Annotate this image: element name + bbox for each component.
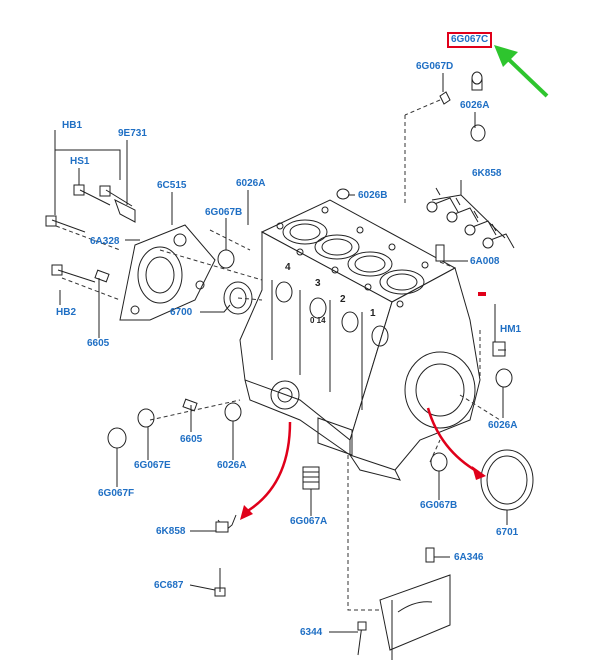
label-HB2: HB2 <box>56 307 77 318</box>
cylinder-number-3: 3 <box>315 278 321 289</box>
plug-6026B <box>336 188 350 200</box>
label-HM1: HM1 <box>500 324 522 335</box>
red-arrow-right <box>426 407 479 474</box>
plug-6G067A <box>302 466 320 490</box>
label-6344: 6344 <box>300 627 323 638</box>
bolt-HB2 <box>51 264 96 283</box>
bolt-HB1 <box>45 185 133 233</box>
label-6701: 6701 <box>496 527 519 538</box>
label-6A346: 6A346 <box>454 552 484 563</box>
label-HB1: HB1 <box>62 120 83 131</box>
bracket-9E731 <box>114 198 136 223</box>
label-6605-mid: 6605 <box>180 434 203 445</box>
label-6G067A: 6G067A <box>290 516 328 527</box>
main-bearing-6344 <box>357 574 451 656</box>
label-hidden-highlight <box>478 292 486 296</box>
label-6C687: 6C687 <box>154 580 184 591</box>
label-6K858-top: 6K858 <box>472 168 502 179</box>
label-6605-left: 6605 <box>87 338 110 349</box>
bolt-HS1 <box>73 184 111 206</box>
label-6G067D: 6G067D <box>416 61 454 72</box>
sensor-HM1 <box>492 341 506 357</box>
dowel-6A346 <box>425 547 435 563</box>
plug-6G067B-top <box>217 249 235 269</box>
label-6C515: 6C515 <box>157 180 187 191</box>
pin-6A008 <box>435 244 445 262</box>
plug-6026A-top <box>470 124 486 142</box>
front-cover-6C515 <box>119 224 216 321</box>
oil-jet-6K858-low <box>215 514 237 533</box>
red-arrowhead-left <box>240 505 253 520</box>
oil-jets-6K858-top <box>426 187 515 249</box>
plug-6G067E <box>137 408 155 428</box>
red-arrowhead-right <box>472 466 486 480</box>
plug-6026A-right <box>495 368 513 388</box>
label-6G067C: 6G067C <box>447 32 493 48</box>
label-6K858-low: 6K858 <box>156 526 186 537</box>
label-6026B: 6026B <box>358 190 388 201</box>
label-6026A-right: 6026A <box>488 420 518 431</box>
red-arrow-left <box>245 421 292 514</box>
cylinder-block <box>239 199 481 481</box>
block-mark: 0 14 <box>310 316 326 325</box>
rear-main-seal-6701 <box>480 449 534 511</box>
plug-6G067C <box>471 71 483 91</box>
label-6A328: 6A328 <box>90 236 120 247</box>
green-arrowhead <box>494 45 518 67</box>
label-HS1: HS1 <box>70 156 90 167</box>
plug-6026A-low <box>224 402 242 422</box>
label-6G067B-low: 6G067B <box>420 500 458 511</box>
label-6A008: 6A008 <box>470 256 500 267</box>
plug-6G067F <box>107 427 127 449</box>
label-6026A-top: 6026A <box>460 100 490 111</box>
label-6026A-mid: 6026A <box>236 178 266 189</box>
dowel-6605-left <box>94 269 110 283</box>
cylinder-number-2: 2 <box>340 294 346 305</box>
bolt-6C687 <box>214 568 226 597</box>
cylinder-number-4: 4 <box>285 262 291 273</box>
label-9E731: 9E731 <box>118 128 147 139</box>
label-6G067E: 6G067E <box>134 460 171 471</box>
label-6026A-low: 6026A <box>217 460 247 471</box>
label-6G067F: 6G067F <box>98 488 135 499</box>
plug-6G067D <box>439 91 451 105</box>
cylinder-number-1: 1 <box>370 308 376 319</box>
label-6700: 6700 <box>170 307 193 318</box>
green-arrow <box>501 52 549 98</box>
label-6G067B-top: 6G067B <box>205 207 243 218</box>
dowel-6605-mid <box>182 398 198 412</box>
